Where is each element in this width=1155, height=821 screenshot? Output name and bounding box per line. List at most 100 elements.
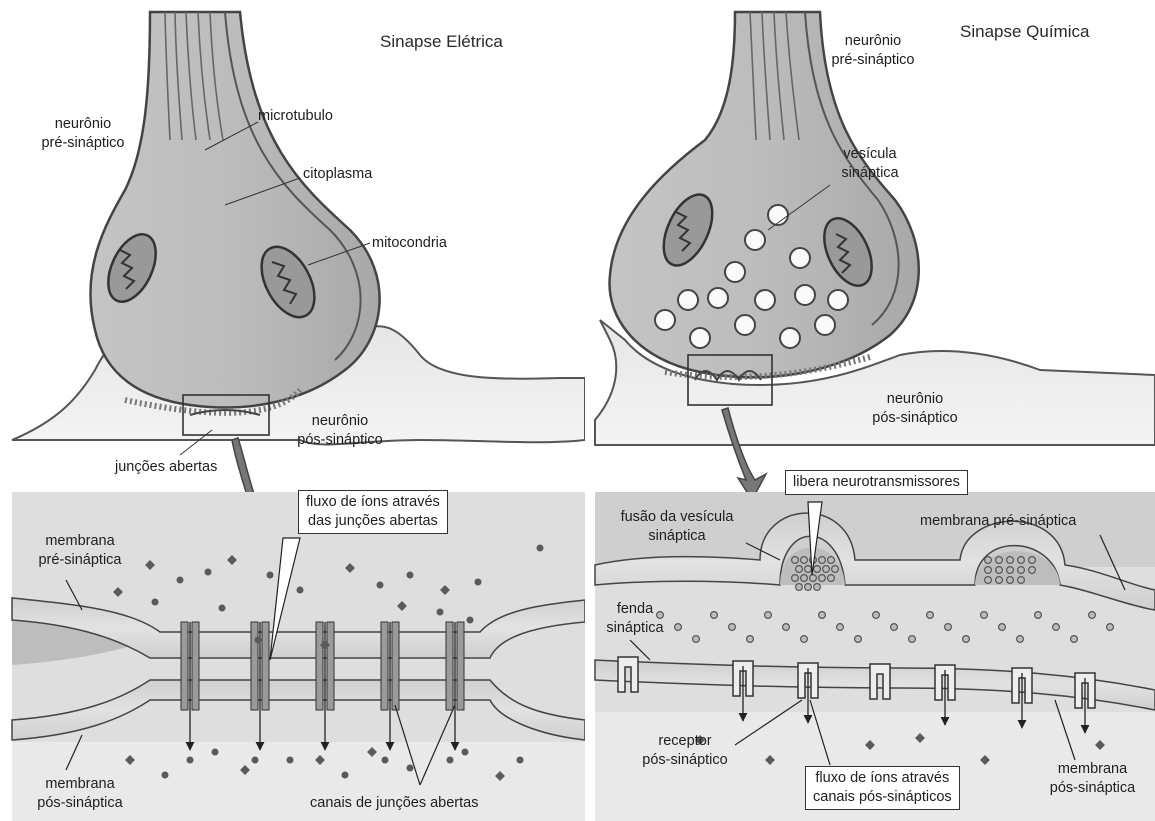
neurotransmitter	[1007, 567, 1014, 574]
label-pre-membrane-chemical: membrana pré-sináptica	[920, 512, 1076, 531]
label-pre-neuron-chem-line1: neurônio	[818, 32, 928, 51]
ion	[382, 757, 389, 764]
neurotransmitter	[945, 624, 952, 631]
ion	[205, 569, 212, 576]
ion	[437, 609, 444, 616]
label-post-neuron-electrical: neurônio pós-sináptico	[280, 412, 400, 450]
label-post-neuron-chem-line2: pós-sináptico	[855, 409, 975, 428]
vesicle	[815, 315, 835, 335]
neurotransmitter	[796, 566, 803, 573]
label-cleft-line1: fenda	[600, 600, 670, 619]
label-vesicle-line2: sináptica	[820, 164, 920, 183]
callout-ion-flow-electrical: fluxo de íons através das junções aberta…	[298, 490, 448, 534]
neurotransmitter	[999, 624, 1006, 631]
label-receptor-line1: receptor	[625, 732, 745, 751]
neurotransmitter	[792, 557, 799, 564]
label-cytoplasm: citoplasma	[303, 165, 372, 184]
neurotransmitter	[996, 557, 1003, 564]
ion	[152, 599, 159, 606]
neurotransmitter	[891, 624, 898, 631]
neurotransmitter	[963, 636, 970, 643]
neurotransmitter	[796, 584, 803, 591]
callout-releases: libera neurotransmissores	[785, 470, 968, 495]
neurotransmitter	[1018, 557, 1025, 564]
neurotransmitter	[819, 612, 826, 619]
ion	[212, 749, 219, 756]
neurotransmitter	[927, 612, 934, 619]
vesicle	[745, 230, 765, 250]
ion	[255, 637, 262, 644]
ion	[462, 749, 469, 756]
label-pre-membrane-line2: pré-sináptica	[20, 551, 140, 570]
ion	[287, 757, 294, 764]
ion	[467, 617, 474, 624]
neurotransmitter	[1053, 624, 1060, 631]
neurotransmitter	[783, 624, 790, 631]
neurotransmitter	[1029, 567, 1036, 574]
label-vesicle-line1: vesícula	[820, 145, 920, 164]
label-vesicle: vesícula sináptica	[820, 145, 920, 183]
neurotransmitter	[1007, 557, 1014, 564]
neurotransmitter	[819, 557, 826, 564]
neurotransmitter	[985, 577, 992, 584]
callout-ion-flow-chem-line1: fluxo de íons através	[813, 769, 952, 788]
label-post-membrane-chemical: membrana pós-sináptica	[1035, 760, 1150, 798]
neurotransmitter	[805, 584, 812, 591]
neurotransmitter	[814, 584, 821, 591]
label-pre-neuron-chemical: neurônio pré-sináptico	[818, 32, 928, 70]
label-pre-neuron-chem-line2: pré-sináptico	[818, 51, 928, 70]
neurotransmitter	[675, 624, 682, 631]
label-pre-neuron-line1: neurônio	[28, 115, 138, 134]
neurotransmitter	[832, 566, 839, 573]
neurotransmitter	[1017, 636, 1024, 643]
neurotransmitter	[810, 575, 817, 582]
neurotransmitter	[1071, 636, 1078, 643]
label-receptor: receptor pós-sináptico	[625, 732, 745, 770]
vesicle	[678, 290, 698, 310]
neurotransmitter	[1107, 624, 1114, 631]
vesicle	[828, 290, 848, 310]
ion	[177, 577, 184, 584]
vesicle	[780, 328, 800, 348]
neurotransmitter	[823, 566, 830, 573]
ion	[219, 605, 226, 612]
label-post-neuron-line2: pós-sináptico	[280, 431, 400, 450]
label-post-neuron-line1: neurônio	[280, 412, 400, 431]
ion	[377, 582, 384, 589]
ion	[517, 757, 524, 764]
label-post-membrane-line2: pós-sináptica	[20, 794, 140, 813]
label-fusion-line2: sináptica	[602, 527, 752, 546]
vesicle	[790, 248, 810, 268]
neurotransmitter	[1089, 612, 1096, 619]
ion	[537, 545, 544, 552]
neurotransmitter	[1018, 577, 1025, 584]
neurotransmitter	[693, 636, 700, 643]
neurotransmitter	[985, 567, 992, 574]
label-cleft-line2: sináptica	[600, 619, 670, 638]
neurotransmitter	[828, 557, 835, 564]
label-pre-neuron-electrical: neurônio pré-sináptico	[28, 115, 138, 153]
neurotransmitter	[909, 636, 916, 643]
neurotransmitter	[711, 612, 718, 619]
ion	[475, 579, 482, 586]
vesicle	[755, 290, 775, 310]
neurotransmitter	[828, 575, 835, 582]
neurotransmitter	[792, 575, 799, 582]
vesicle	[768, 205, 788, 225]
callout-ion-flow-line1: fluxo de íons através	[306, 493, 440, 512]
vesicle	[708, 288, 728, 308]
ion	[162, 772, 169, 779]
label-post-membrane-line1: membrana	[20, 775, 140, 794]
electrical-title: Sinapse Elétrica	[380, 32, 503, 51]
ion	[297, 587, 304, 594]
neurotransmitter	[1035, 612, 1042, 619]
neurotransmitter	[1018, 567, 1025, 574]
neurotransmitter	[1029, 557, 1036, 564]
label-post-membrane-electrical: membrana pós-sináptica	[20, 775, 140, 813]
label-gap-junctions: junções abertas	[115, 458, 217, 477]
neurotransmitter	[747, 636, 754, 643]
neurotransmitter	[801, 557, 808, 564]
callout-ion-flow-line2: das junções abertas	[306, 512, 440, 531]
